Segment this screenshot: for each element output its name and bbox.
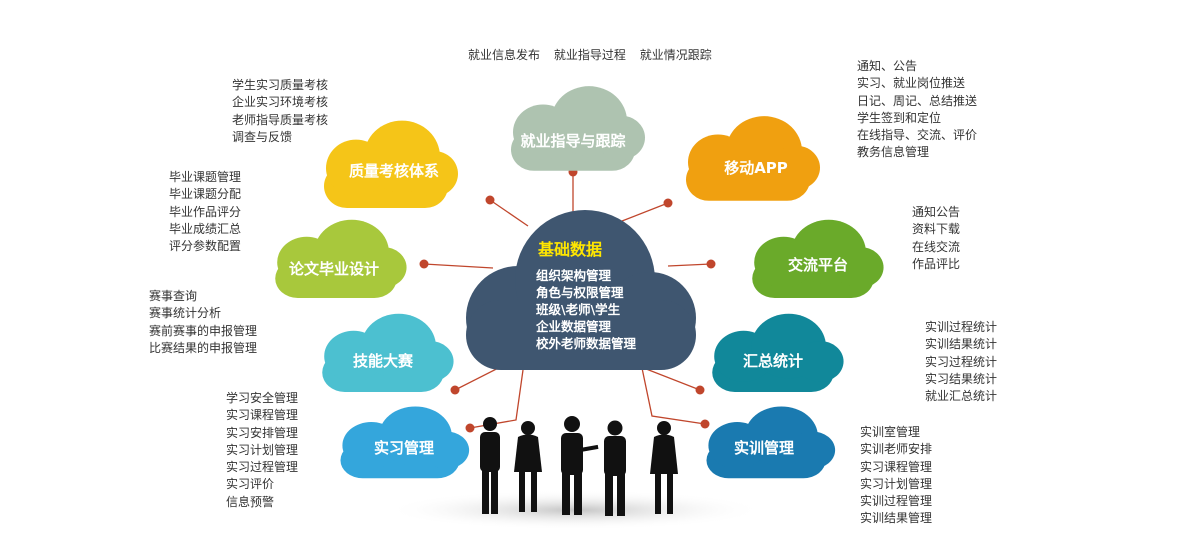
sxgl-item-list: 学习安全管理 实习课程管理 实习安排管理 实习计划管理 实习过程管理 实习评价 …	[226, 390, 298, 511]
list-item: 作品评比	[912, 256, 961, 271]
list-item: 企业实习环境考核	[232, 95, 329, 110]
list-item: 资料下载	[912, 222, 961, 237]
hztj-item-list: 实训过程统计 实训结果统计 实习过程统计 实习结果统计 就业汇总统计	[925, 319, 997, 405]
list-item: 学生实习质量考核	[232, 78, 329, 92]
list-item: 实习计划管理	[226, 442, 299, 457]
center-cloud[interactable]	[466, 210, 696, 370]
center-item: 班级\老师\学生	[536, 302, 621, 317]
list-item: 在线交流	[912, 239, 961, 254]
connector-dot	[706, 259, 716, 269]
person-silhouette	[650, 421, 678, 514]
zlkh-item-list: 学生实习质量考核 企业实习环境考核 老师指导质量考核 调查与反馈	[232, 77, 328, 146]
list-item: 毕业成绩汇总	[169, 221, 242, 236]
list-item: 实习计划管理	[860, 476, 933, 491]
list-item: 评分参数配置	[169, 239, 242, 254]
connector-lwbs	[423, 263, 494, 269]
list-item: 实习、就业岗位推送	[857, 76, 966, 91]
list-item: 实习过程管理	[226, 460, 299, 475]
cloud-sxgl-label: 实习管理	[374, 439, 434, 457]
cloud-sxun-label: 实训管理	[734, 439, 794, 457]
list-item: 赛前赛事的申报管理	[149, 323, 258, 338]
list-item: 比赛结果的申报管理	[149, 340, 258, 355]
jyzd-item-list: 就业信息发布 就业指导过程 就业情况跟踪	[468, 46, 722, 63]
cloud-ydapp-label: 移动APP	[724, 159, 788, 177]
list-item: 信息预警	[226, 494, 275, 509]
lwbs-item-list: 毕业课题管理 毕业课题分配 毕业作品评分 毕业成绩汇总 评分参数配置	[169, 169, 241, 255]
list-item: 日记、周记、总结推送	[857, 93, 978, 108]
connector-dot	[663, 198, 673, 208]
list-item: 学生签到和定位	[857, 110, 942, 125]
jyzd-item: 就业信息发布	[468, 48, 541, 62]
cloud-lwbs-shape	[275, 219, 407, 298]
list-item: 教务信息管理	[857, 145, 930, 160]
list-item: 就业汇总统计	[925, 389, 998, 404]
center-item: 角色与权限管理	[536, 285, 624, 300]
connector-dot	[700, 419, 710, 429]
cloud-jnds-label: 技能大赛	[353, 352, 414, 370]
list-item: 老师指导质量考核	[232, 112, 329, 127]
cloud-hztj-label: 汇总统计	[743, 352, 803, 370]
connectors	[419, 167, 716, 433]
center-title: 基础数据	[537, 240, 602, 259]
cloud-jlpt-label: 交流平台	[788, 256, 848, 274]
list-item: 调查与反馈	[232, 129, 293, 144]
list-item: 赛事查询	[149, 289, 198, 303]
list-item: 实训老师安排	[860, 442, 933, 457]
center-item: 校外老师数据管理	[536, 336, 637, 351]
list-item: 实习安排管理	[226, 425, 299, 440]
people-silhouettes	[480, 416, 678, 516]
sxun-item-list: 实训室管理 实训老师安排 实习课程管理 实习计划管理 实训过程管理 实训结果管理	[860, 424, 932, 528]
center-item: 组织架构管理	[536, 268, 612, 283]
list-item: 毕业作品评分	[169, 204, 242, 219]
jyzd-item: 就业指导过程	[553, 48, 626, 62]
jyzd-item: 就业情况跟踪	[639, 48, 712, 62]
connector-dot	[695, 385, 705, 395]
cloud-jyzd-shape	[511, 86, 645, 171]
cloud-jyzd[interactable]	[511, 86, 645, 171]
connector-jlpt	[667, 263, 712, 267]
list-item: 实习结果统计	[925, 371, 998, 386]
person-silhouette	[561, 416, 599, 515]
center-item: 企业数据管理	[535, 319, 612, 334]
ydapp-item-list: 通知、公告 实习、就业岗位推送 日记、周记、总结推送 学生签到和定位 在线指导、…	[857, 58, 977, 162]
cloud-lwbs-label: 论文毕业设计	[289, 260, 379, 278]
cloud-zlkh-label: 质量考核体系	[349, 162, 439, 180]
cloud-jyzd-label: 就业指导与跟踪	[520, 132, 625, 150]
connector-dot	[450, 385, 460, 395]
person-silhouette	[514, 421, 542, 512]
list-item: 在线指导、交流、评价	[857, 128, 978, 143]
person-silhouette	[604, 420, 626, 516]
list-item: 实训过程管理	[860, 494, 933, 509]
list-item: 实训过程统计	[925, 320, 998, 334]
connector-ydapp	[621, 202, 669, 222]
connector-dot	[465, 423, 475, 433]
center-cloud-base	[466, 300, 696, 370]
list-item: 赛事统计分析	[149, 306, 222, 321]
list-item: 毕业课题管理	[169, 170, 242, 184]
list-item: 实训结果统计	[925, 337, 998, 352]
connector-dot	[485, 195, 495, 205]
connector-dot	[419, 259, 429, 269]
list-item: 学习安全管理	[226, 391, 299, 405]
connector-zlkh	[489, 199, 529, 227]
list-item: 实训结果管理	[860, 511, 933, 526]
jlpt-item-list: 通知公告 资料下载 在线交流 作品评比	[912, 204, 960, 273]
list-item: 实习过程统计	[925, 354, 998, 369]
list-item: 实习课程管理	[860, 459, 933, 474]
cloud-lwbs[interactable]	[275, 219, 407, 298]
jnds-item-list: 赛事查询 赛事统计分析 赛前赛事的申报管理 比赛结果的申报管理	[149, 288, 257, 357]
person-silhouette	[480, 417, 500, 514]
list-item: 通知公告	[912, 205, 961, 219]
list-item: 实习课程管理	[226, 408, 299, 423]
list-item: 实习评价	[226, 477, 275, 492]
list-item: 毕业课题分配	[169, 187, 242, 202]
connector-sxun	[641, 367, 706, 425]
list-item: 通知、公告	[857, 59, 918, 73]
list-item: 实训室管理	[860, 425, 921, 439]
